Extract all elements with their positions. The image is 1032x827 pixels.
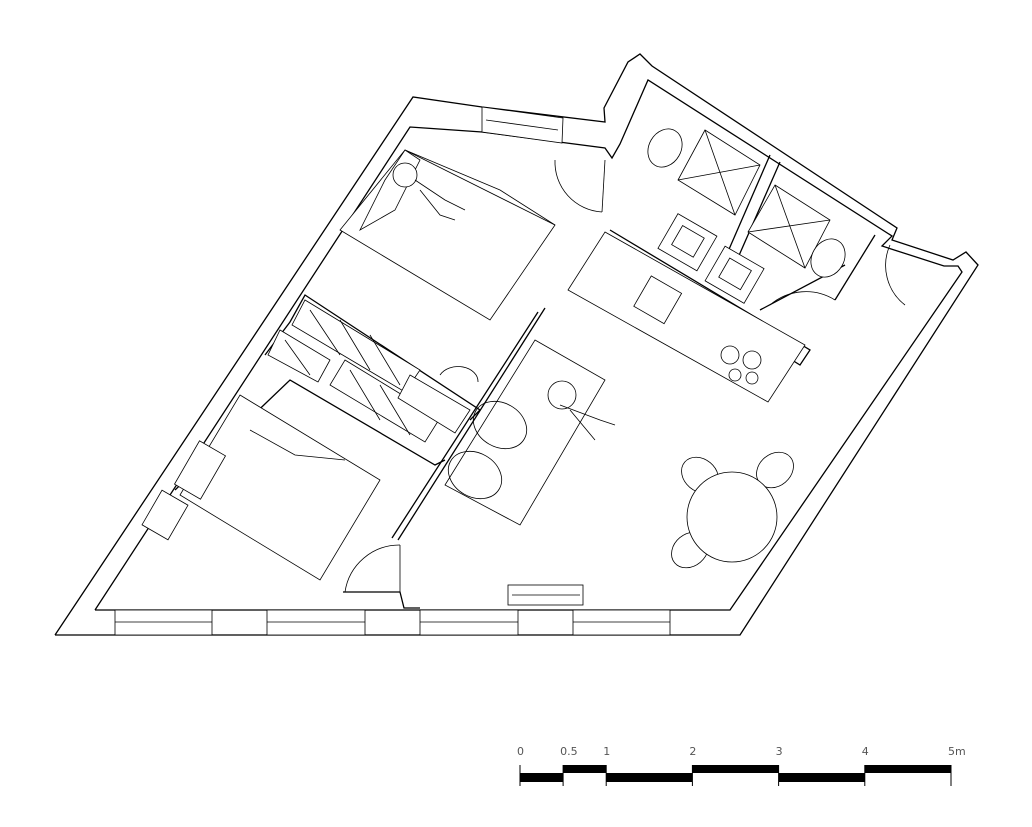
scale-segment <box>563 765 607 773</box>
scale-segment <box>778 773 865 782</box>
scale-label: 5m <box>948 745 966 758</box>
person-figure <box>392 162 466 221</box>
scale-bar: 0 0.5 1 2 3 4 5m <box>517 745 966 786</box>
bed-top <box>339 149 556 321</box>
bathroom-fixtures <box>647 128 846 304</box>
scale-label: 0 <box>517 745 524 758</box>
scale-label: 0.5 <box>560 745 578 758</box>
scale-segment <box>520 773 564 782</box>
bed-bottom <box>141 394 381 581</box>
windows <box>114 106 671 636</box>
scale-label: 3 <box>776 745 783 758</box>
wardrobes <box>267 299 479 443</box>
kitchen-counter <box>567 231 806 403</box>
scale-label: 1 <box>603 745 610 758</box>
doors <box>344 159 906 593</box>
scale-segment <box>692 765 779 773</box>
scale-segment <box>606 773 693 782</box>
dining-table <box>671 451 794 569</box>
scale-segment <box>864 765 951 773</box>
scale-label: 4 <box>862 745 869 758</box>
sofa <box>444 339 616 526</box>
scale-label: 2 <box>689 745 696 758</box>
